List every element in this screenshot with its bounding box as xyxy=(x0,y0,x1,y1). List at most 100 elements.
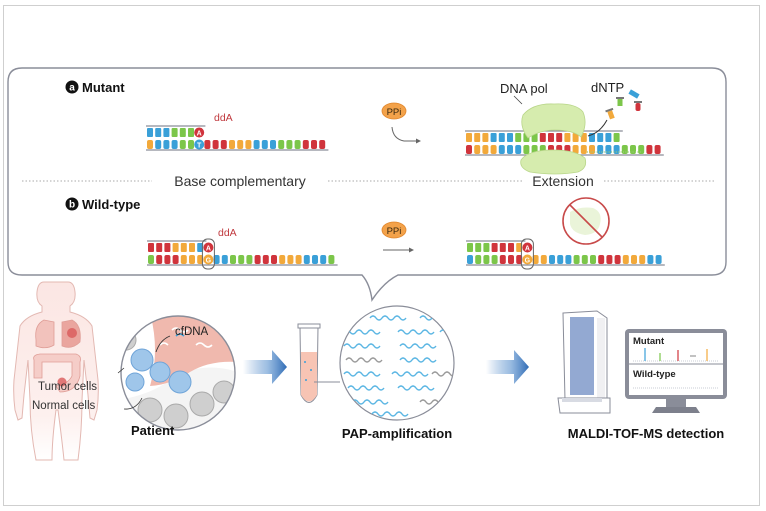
base-icon xyxy=(483,243,490,252)
base-icon xyxy=(613,133,620,142)
base-icon xyxy=(516,255,523,264)
base-icon xyxy=(507,145,513,154)
primer-base-letter: A xyxy=(197,131,202,138)
base-icon xyxy=(482,145,489,154)
tumor-cell-icon xyxy=(125,372,145,392)
base-icon xyxy=(220,140,227,149)
base-icon xyxy=(467,243,473,252)
base-icon xyxy=(188,140,194,149)
template-base-letter: T xyxy=(197,143,202,150)
step-extension-label: Extension xyxy=(532,173,593,189)
normal-cell-icon xyxy=(121,329,137,351)
amplicon-icon xyxy=(391,371,429,377)
base-icon xyxy=(212,140,219,149)
base-icon xyxy=(590,255,596,264)
base-icon xyxy=(482,133,489,142)
base-icon xyxy=(312,255,318,264)
primer-base-letter: A xyxy=(206,246,211,253)
tumor-cell-icon xyxy=(168,370,192,394)
base-icon xyxy=(246,255,253,264)
base-icon xyxy=(532,255,539,264)
ppi-release-a: PPi xyxy=(381,102,421,144)
primer-base-letter: A xyxy=(525,246,530,253)
tissue-magnification xyxy=(120,315,236,431)
arrow-curve-icon xyxy=(391,126,419,142)
cfdna-label: cfDNA xyxy=(175,326,209,338)
base-icon xyxy=(622,255,629,264)
base-icon xyxy=(230,255,236,264)
cfdna-fragment-icon xyxy=(175,333,185,337)
patient-body-illustration xyxy=(13,281,99,461)
base-icon xyxy=(229,140,235,149)
base-icon xyxy=(188,128,194,137)
base-icon xyxy=(163,140,170,149)
tumor-cell-icon xyxy=(130,348,154,372)
ddA-base-icon xyxy=(522,242,533,253)
base-icon xyxy=(466,133,472,142)
base-icon xyxy=(474,133,481,142)
base-icon xyxy=(654,145,661,154)
base-icon xyxy=(253,140,260,149)
base-icon xyxy=(156,243,163,252)
base-icon xyxy=(294,140,301,149)
base-icon xyxy=(557,255,564,264)
badge-b-letter: b xyxy=(69,200,75,211)
base-icon xyxy=(254,255,261,264)
base-icon xyxy=(303,255,310,264)
template-base-letter: G xyxy=(525,258,531,265)
dntp-label: dNTP xyxy=(591,80,624,95)
ppi-bubble-icon xyxy=(381,221,407,239)
base-icon xyxy=(539,133,546,142)
panel-a-header: a Mutant xyxy=(65,80,125,95)
base-icon xyxy=(638,145,645,154)
base-icon xyxy=(261,140,268,149)
base-icon xyxy=(271,255,277,264)
base-icon xyxy=(655,255,662,264)
tumor-pointer xyxy=(117,367,125,374)
panel-a-title: Mutant xyxy=(82,80,125,95)
base-icon xyxy=(631,255,637,264)
base-icon xyxy=(163,128,170,137)
base-icon xyxy=(320,255,327,264)
base-icon xyxy=(286,140,293,149)
base-icon xyxy=(180,243,187,252)
base-icon xyxy=(172,243,179,252)
base-icon xyxy=(474,145,481,154)
base-icon xyxy=(179,140,186,149)
base-icon xyxy=(491,243,498,252)
pap-circle-outline xyxy=(339,305,455,421)
base-icon xyxy=(311,140,317,149)
dntp-incorporation-arrow xyxy=(587,119,608,137)
base-icon xyxy=(302,140,309,149)
screen-mutant-label: Mutant xyxy=(633,336,665,347)
amplicon-icon xyxy=(351,399,389,405)
base-icon xyxy=(605,145,612,154)
badge-a-letter: a xyxy=(69,83,75,94)
panel-b-title: Wild-type xyxy=(82,197,140,212)
template-base-icon xyxy=(203,254,214,265)
base-icon xyxy=(155,128,162,137)
dna-duplex-wildtype-blocked: AG xyxy=(466,238,665,270)
ppi-label-a: PPi xyxy=(387,107,402,118)
base-icon xyxy=(498,145,505,154)
reaction-tube-icon xyxy=(297,323,340,403)
flow-arrow-icon xyxy=(243,350,287,384)
dna-duplex-wildtype-primer: AG xyxy=(147,238,338,270)
base-icon xyxy=(238,255,245,264)
mismatch-highlight xyxy=(201,238,215,270)
ppi-bubble-icon xyxy=(381,102,407,120)
base-icon xyxy=(467,255,473,264)
template-base-letter: G xyxy=(206,258,212,265)
base-icon xyxy=(589,145,595,154)
amplicon-waves xyxy=(343,315,454,417)
base-icon xyxy=(172,255,179,264)
base-icon xyxy=(572,145,579,154)
tissue-circle-outline xyxy=(120,315,236,431)
base-icon xyxy=(499,255,506,264)
base-icon xyxy=(475,243,482,252)
base-icon xyxy=(197,255,204,264)
base-icon xyxy=(523,145,530,154)
base-icon xyxy=(245,140,252,149)
base-icon xyxy=(287,255,294,264)
